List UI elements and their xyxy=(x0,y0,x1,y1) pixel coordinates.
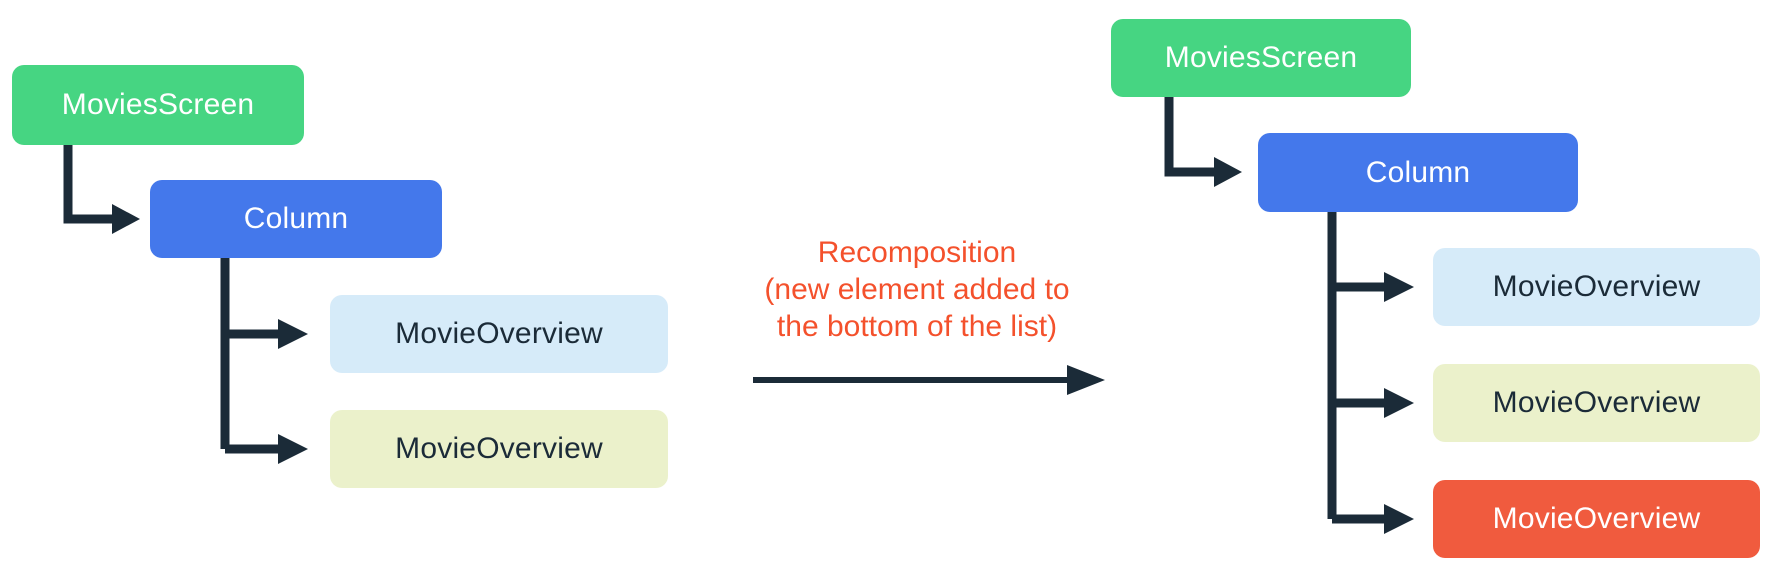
annotation-line-1: Recomposition xyxy=(817,236,1017,269)
after-node-movieoverview-2: MovieOverview xyxy=(1433,364,1760,442)
before-root-to-column-line xyxy=(63,145,112,224)
before-branch2-arrowhead-icon xyxy=(278,434,308,464)
before-tree-connectors xyxy=(63,145,278,454)
recomposition-arrowhead-icon xyxy=(1067,365,1105,395)
after-root-to-column-line xyxy=(1164,97,1214,177)
before-tree-arrowheads xyxy=(112,204,308,464)
after-node-movieoverview-1: MovieOverview xyxy=(1433,248,1760,326)
after-node-column: Column xyxy=(1258,133,1578,212)
after-tree-arrowheads xyxy=(1214,157,1414,534)
after-branch3-arrowhead-icon xyxy=(1384,504,1414,534)
before-node-moviesscreen: MoviesScreen xyxy=(12,65,304,145)
after-root-arrowhead-icon xyxy=(1214,157,1242,187)
after-branch1-arrowhead-icon xyxy=(1384,272,1414,302)
annotation-line-3: the bottom of the list) xyxy=(776,310,1058,343)
before-branch1-arrowhead-icon xyxy=(278,319,308,349)
after-tree-connectors xyxy=(1164,97,1384,524)
recomposition-arrow xyxy=(753,365,1105,395)
before-root-arrowhead-icon xyxy=(112,204,140,234)
recomposition-annotation: Recomposition (new element added to the … xyxy=(702,234,1132,345)
after-node-movieoverview-new: MovieOverview xyxy=(1433,480,1760,558)
annotation-line-2: (new element added to xyxy=(764,273,1070,306)
before-node-movieoverview-2: MovieOverview xyxy=(330,410,668,488)
before-node-movieoverview-1: MovieOverview xyxy=(330,295,668,373)
before-node-column: Column xyxy=(150,180,442,258)
after-node-moviesscreen: MoviesScreen xyxy=(1111,19,1411,97)
after-branch2-arrowhead-icon xyxy=(1384,388,1414,418)
